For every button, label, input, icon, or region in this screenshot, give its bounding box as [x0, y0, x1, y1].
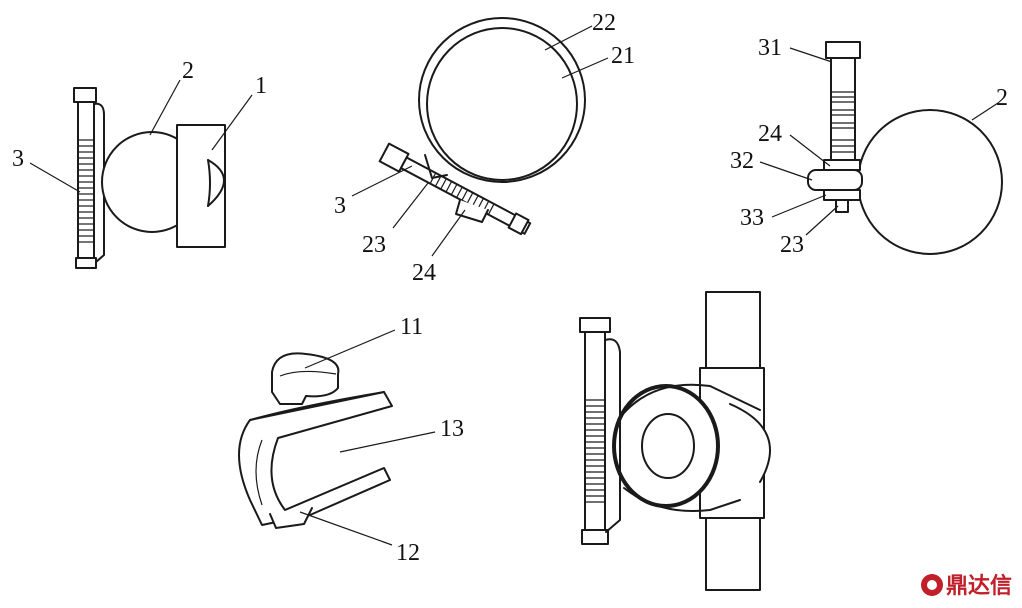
- figure-clamp-ring: 22 21 3 23 24: [334, 10, 635, 286]
- label-2c: 2: [996, 85, 1008, 111]
- label-31: 31: [758, 35, 782, 61]
- label-23: 23: [362, 232, 386, 258]
- label-23c: 23: [780, 232, 804, 258]
- label-11: 11: [400, 314, 423, 340]
- label-1: 1: [255, 73, 267, 99]
- label-3b: 3: [334, 193, 346, 219]
- label-2: 2: [182, 58, 194, 84]
- label-24c: 24: [758, 121, 782, 147]
- label-21: 21: [611, 43, 635, 69]
- label-33: 33: [740, 205, 764, 231]
- pipe-top: [857, 109, 1003, 255]
- figure-saddle: 11 13 12: [238, 314, 464, 566]
- watermark-text: 鼎达信: [946, 573, 1012, 599]
- bolt: [73, 87, 97, 269]
- label-22: 22: [592, 10, 616, 36]
- watermark: 鼎达信: [921, 573, 1012, 599]
- label-32: 32: [730, 148, 754, 174]
- label-3: 3: [12, 146, 24, 172]
- label-24: 24: [412, 260, 436, 286]
- label-13: 13: [440, 416, 464, 442]
- figure-assembled: [579, 291, 771, 591]
- logo-icon: [921, 574, 943, 596]
- figure-side-assembly: 3 2 1: [12, 58, 267, 269]
- figure-top-view: 31 2 24 32 33 23: [730, 35, 1008, 258]
- label-12: 12: [396, 540, 420, 566]
